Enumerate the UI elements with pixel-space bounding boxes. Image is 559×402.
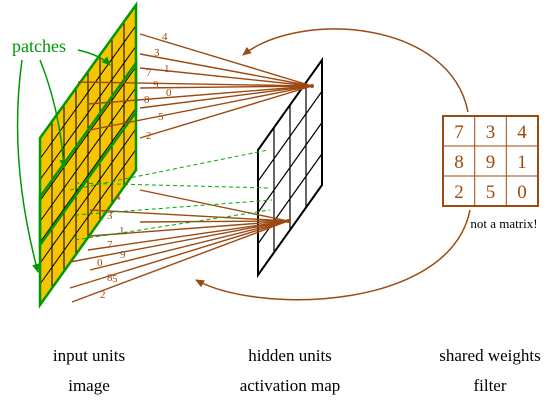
patches-arrows: [16, 49, 111, 273]
input-grid-hline: [39, 87, 137, 222]
input-grid-hline: [39, 25, 137, 160]
filter-cell-1-1: 9: [486, 152, 496, 173]
weight-label-top: 1: [164, 63, 170, 75]
connection-line: [139, 85, 313, 89]
hidden-grid-hline: [257, 90, 323, 182]
weight-label-top: 7: [146, 67, 152, 79]
curve-arrow-bottom: [195, 209, 471, 301]
weight-label-bottom: 2: [100, 289, 106, 301]
filter-border: [442, 115, 539, 207]
input-image-grid: [39, 21, 137, 289]
patch-bottom-outline: [38, 59, 138, 309]
connection-line: [139, 53, 313, 87]
input-grid-hline: [39, 66, 137, 201]
connection-line: [89, 209, 289, 222]
filter-note: not a matrix!: [470, 216, 537, 231]
connection-line: [139, 189, 289, 222]
weight-label-top: 9: [153, 79, 159, 91]
filter-cell-2-2: 0: [517, 182, 527, 203]
filter-cell-0-0: 7: [454, 122, 464, 143]
connection-line: [139, 67, 313, 87]
filter-cell-0-2: 4: [517, 122, 527, 143]
filter-cell-1-0: 8: [454, 152, 464, 173]
weight-label-top: 2: [146, 130, 152, 142]
weight-label-top: 8: [144, 94, 150, 106]
connections-top: [77, 33, 314, 139]
input-grid-hline: [39, 128, 137, 264]
connection-line: [71, 220, 289, 303]
weight-label-top: 3: [154, 47, 160, 59]
hidden-grid-hline: [257, 122, 323, 213]
curve-arrow-top: [242, 28, 469, 113]
weight-label-bottom: 8: [107, 272, 113, 284]
connection-line: [89, 220, 289, 271]
input-caption-line1: input units: [52, 346, 126, 365]
connection-line: [87, 220, 289, 251]
filter-cell-2-0: 2: [454, 182, 464, 203]
weight-label-top: 5: [158, 111, 164, 123]
weight-label-top: 4: [162, 31, 168, 43]
weight-label-bottom: 5: [112, 273, 118, 285]
weight-label-top: 0: [166, 87, 172, 99]
weight-label-bottom: 4: [115, 191, 121, 203]
connection-line: [139, 85, 313, 109]
hidden-caption-line2: activation map: [239, 376, 341, 395]
connection-line: [139, 220, 289, 223]
weight-label-bottom: 0: [97, 257, 103, 269]
filter-cell-1-2: 1: [517, 152, 527, 173]
connections-bottom: [69, 189, 290, 303]
weight-label-bottom: 9: [120, 249, 126, 261]
connection-line: [89, 85, 313, 131]
connection-line: [89, 220, 289, 237]
input-grid-hline: [39, 45, 137, 181]
connection-line: [69, 220, 289, 263]
filter-cell-2-1: 5: [486, 182, 496, 203]
filter-box: 7 3 4 8 9 1 2 5 0 not a matrix!: [442, 115, 539, 231]
weight-label-bottom: 3: [107, 210, 113, 222]
hidden-unit-bottom-dot: [286, 219, 290, 223]
connection-line: [77, 81, 313, 87]
filter-caption-line1: shared weights: [439, 346, 541, 365]
patches-label: patches: [12, 36, 66, 56]
connection-line: [69, 220, 289, 289]
hidden-units-cells: [257, 82, 323, 253]
input-grid-hline: [39, 107, 137, 243]
connection-line: [139, 33, 313, 87]
connection-line: [87, 85, 313, 105]
hidden-unit-top-dot: [310, 84, 314, 88]
hidden-caption-line1: hidden units: [248, 346, 332, 365]
filter-cell-0-1: 3: [486, 122, 496, 143]
input-caption-line2: image: [68, 376, 110, 395]
weight-label-bottom: 1: [119, 225, 125, 237]
weight-label-bottom: 7: [107, 239, 113, 251]
dashed-connections: [69, 149, 273, 241]
input-image: [38, 1, 138, 309]
connection-line: [139, 85, 313, 139]
input-grid-hline: [39, 149, 137, 285]
filter-caption-line2: filter: [473, 376, 507, 395]
